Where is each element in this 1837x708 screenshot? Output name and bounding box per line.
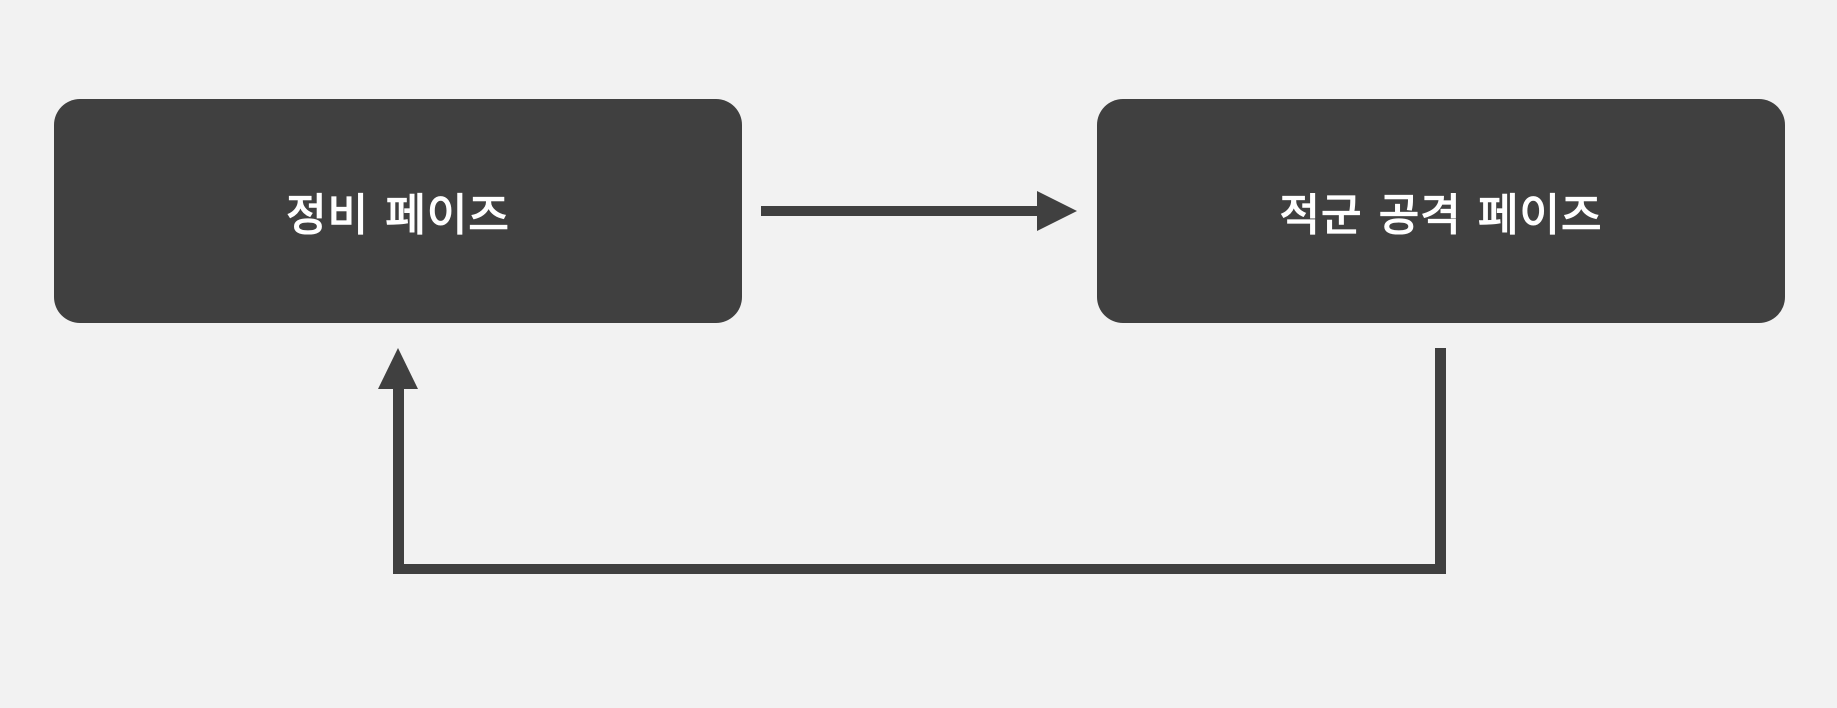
edge-maintenance-to-attack — [761, 191, 1077, 231]
edge-attack-to-maintenance-up-line — [393, 386, 404, 574]
node-maintenance-phase: 정비 페이즈 — [54, 99, 742, 323]
edge-attack-to-maintenance-bottom-line — [393, 564, 1446, 574]
node-enemy-attack-phase-label: 적군 공격 페이즈 — [1279, 190, 1603, 241]
node-enemy-attack-phase: 적군 공격 페이즈 — [1097, 99, 1785, 323]
edge-attack-to-maintenance-down-line — [1435, 348, 1446, 574]
edge-maintenance-to-attack-arrowhead — [1037, 191, 1077, 231]
node-maintenance-phase-label: 정비 페이즈 — [286, 190, 510, 241]
edge-attack-to-maintenance-arrowhead — [378, 348, 418, 389]
edge-attack-to-maintenance — [378, 348, 1446, 574]
edge-maintenance-to-attack-line — [761, 206, 1039, 216]
